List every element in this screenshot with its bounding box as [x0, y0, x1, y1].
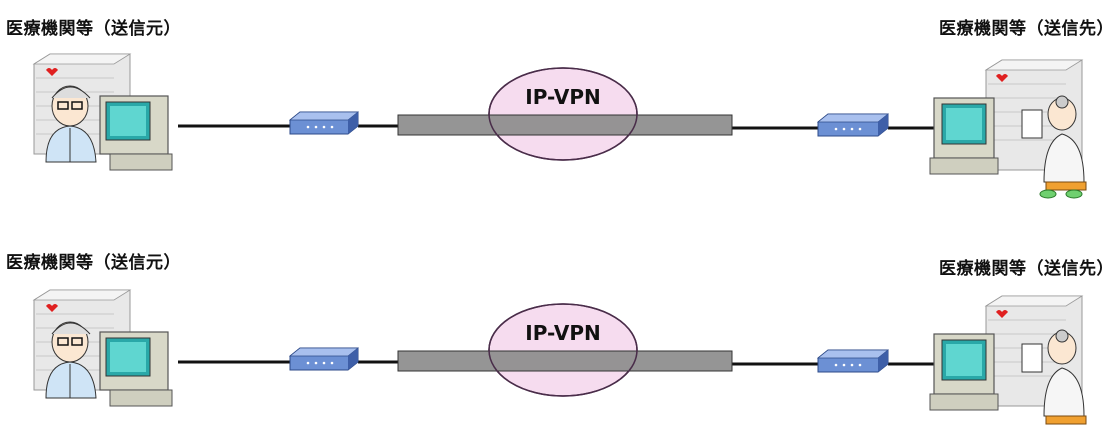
- source-label: 医療機関等（送信元）: [6, 253, 181, 273]
- person-icon: [45, 321, 97, 399]
- connection-row-1: IP-VPN: [6, 19, 1114, 199]
- source-label: 医療機関等（送信元）: [6, 19, 181, 39]
- computer-icon: [99, 331, 173, 407]
- connection-scene-2: IP-VPN: [32, 289, 1087, 425]
- computer-icon: [99, 95, 173, 171]
- connection-scene-1: IP-VPN: [32, 53, 1087, 199]
- router-icon: [816, 349, 890, 373]
- computer-icon: [929, 97, 999, 175]
- person-icon: [45, 85, 97, 163]
- router-icon: [288, 347, 360, 371]
- doctor-icon: [1021, 329, 1087, 425]
- ip-vpn-label: IP-VPN: [525, 85, 600, 109]
- computer-icon: [929, 333, 999, 411]
- vpn-tunnel: [397, 350, 733, 372]
- dest-label: 医療機関等（送信先）: [939, 19, 1114, 39]
- dest-label: 医療機関等（送信先）: [939, 259, 1114, 279]
- doctor-icon: [1021, 95, 1087, 199]
- router-icon: [816, 113, 890, 137]
- connection-row-2: IP-VPN: [0, 214, 1120, 429]
- ip-vpn-label: IP-VPN: [525, 321, 600, 345]
- vpn-tunnel: [397, 114, 733, 136]
- router-icon: [288, 111, 360, 135]
